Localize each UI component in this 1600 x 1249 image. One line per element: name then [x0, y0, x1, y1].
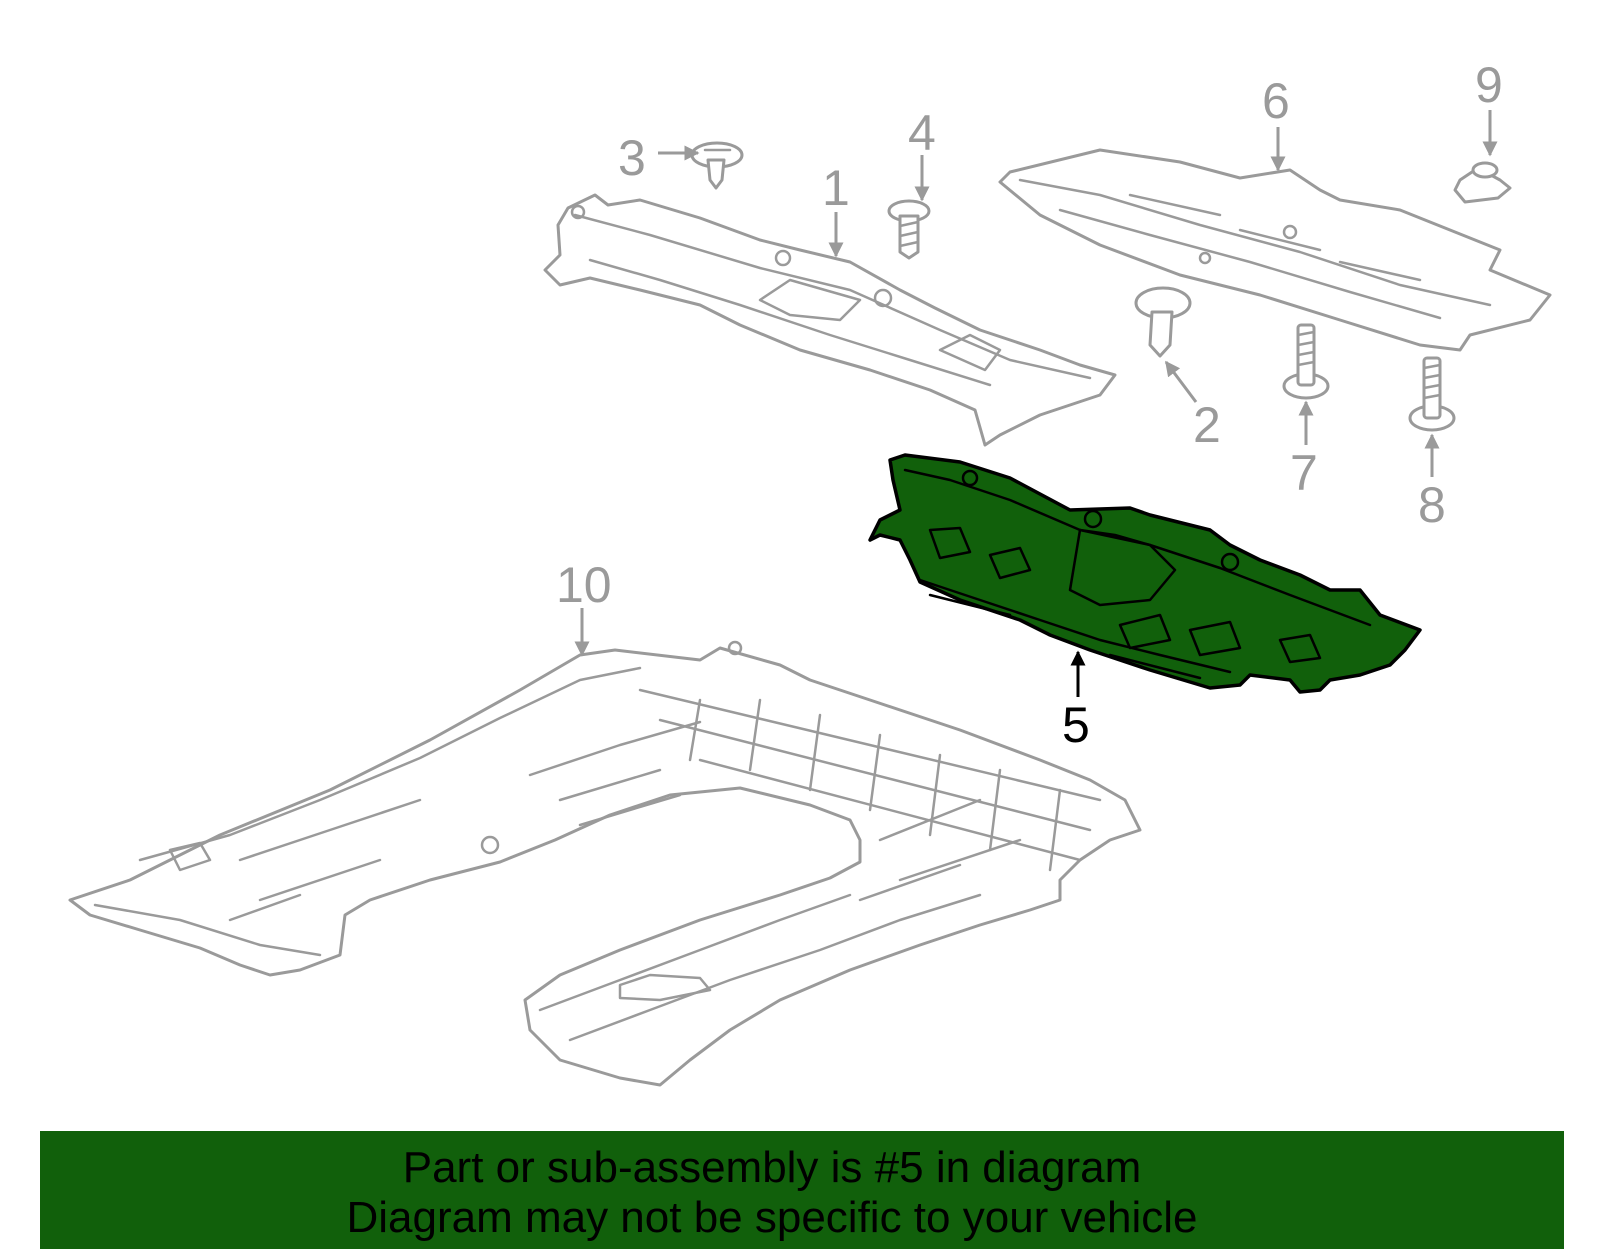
- callout-1: 1: [822, 160, 850, 216]
- part-7-bolt: [1282, 323, 1330, 400]
- banner-line-disclaimer: Diagram may not be specific to your vehi…: [346, 1193, 1198, 1242]
- callout-5: 5: [1062, 697, 1090, 753]
- callout-6: 6: [1262, 73, 1290, 129]
- callout-8: 8: [1418, 477, 1446, 533]
- callout-4: 4: [908, 105, 936, 161]
- part-3-clip: [690, 141, 744, 190]
- part-4-screw: [887, 199, 931, 260]
- part-10-lower-shield: [68, 640, 1142, 1087]
- callout-9: 9: [1475, 57, 1503, 113]
- callout-7: 7: [1290, 445, 1318, 501]
- part-1-shield: [543, 193, 1117, 447]
- part-5-highlighted: [868, 453, 1422, 694]
- part-6-shield: [998, 148, 1552, 352]
- callout-10: 10: [556, 557, 612, 613]
- callout-2: 2: [1193, 397, 1221, 453]
- part-8-bolt: [1408, 356, 1456, 432]
- callout-3: 3: [618, 130, 646, 186]
- info-banner: Part or sub-assembly is #5 in diagram Di…: [40, 1131, 1564, 1249]
- leader-arrows: [574, 110, 1498, 697]
- banner-line-part-number: Part or sub-assembly is #5 in diagram: [402, 1143, 1142, 1192]
- part-2-push-pin: [1134, 286, 1192, 358]
- parts-diagram: 1 2 3 4 5 6 7 8 9 10: [68, 57, 1552, 1087]
- part-9-nut: [1453, 161, 1512, 204]
